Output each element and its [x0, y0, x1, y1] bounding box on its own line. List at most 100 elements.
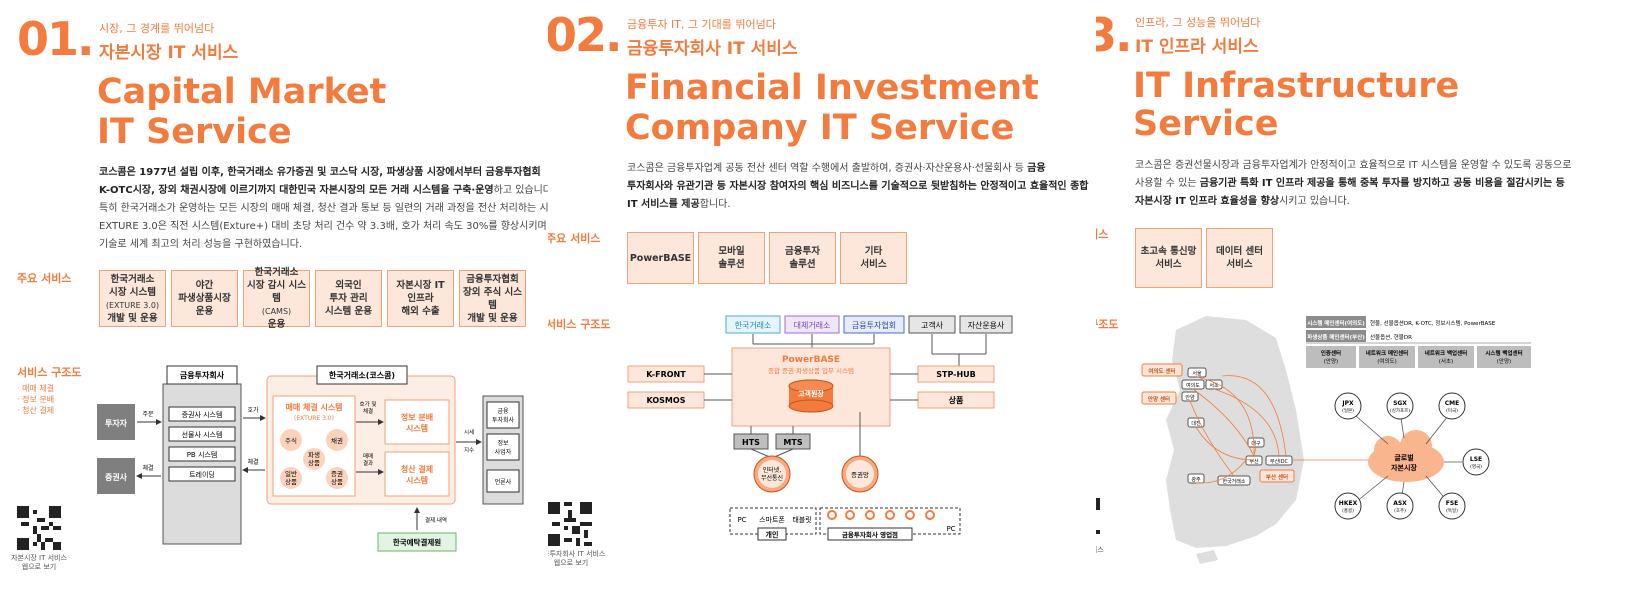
securities-label: 증권사: [105, 472, 128, 482]
section-title-line2: Company IT Service: [625, 108, 1015, 148]
section-subtitle: 금융투자회사 IT 서비스: [627, 39, 798, 59]
svg-text:대전: 대전: [1191, 420, 1201, 427]
svg-text:MTS: MTS: [783, 438, 802, 447]
fi-item-label: PB 시스템: [187, 451, 218, 459]
svg-text:고객사: 고객사: [921, 320, 944, 330]
qr-code[interactable]: [548, 502, 592, 546]
svg-text:대구: 대구: [1251, 440, 1261, 447]
top-node: [784, 315, 840, 334]
svg-text:정보: 정보: [497, 440, 509, 447]
section-title-line2: Service: [1133, 104, 1279, 144]
securities-box: [97, 458, 135, 494]
investor-box: [97, 404, 135, 440]
section-number: 02.: [548, 8, 622, 62]
fi-item-label: 증권사 시스템: [182, 410, 223, 419]
service-card: PowerBASE: [627, 232, 694, 284]
exchange-node: [1334, 492, 1362, 520]
quote-label: 호가: [247, 406, 259, 414]
svg-text:청산 결제: 청산 결제: [401, 464, 433, 474]
svg-text:(싱가포르): (싱가포르): [1390, 407, 1410, 414]
exchange-node: [1438, 492, 1466, 520]
svg-text:(미국): (미국): [1446, 407, 1458, 414]
svg-text:네트워크 백업센터: 네트워크 백업센터: [1425, 349, 1467, 357]
svg-text:파생상품 메인센터(부산): 파생상품 메인센터(부산): [1307, 333, 1365, 341]
services-label: 주요 서비스: [17, 272, 72, 285]
svg-text:(홍콩): (홍콩): [1342, 507, 1354, 514]
fi-company-title: 금융투자회사: [180, 370, 225, 380]
section-title-line1: IT Infrastructure: [1133, 66, 1460, 106]
section-number: 03.: [1096, 8, 1132, 62]
svg-text:시세: 시세: [464, 428, 474, 436]
svg-text:(호주): (호주): [1394, 508, 1406, 514]
svg-text:호가 및: 호가 및: [360, 400, 377, 408]
section-title-line2: IT Service: [97, 112, 292, 152]
svg-text:(서초): (서초): [1439, 357, 1453, 365]
section-title-line1: Capital Market: [97, 72, 387, 112]
svg-text:HKEX: HKEX: [1339, 500, 1358, 507]
svg-text:투자회사: 투자회사: [492, 416, 515, 424]
structure-label: 서비스 구조도: [548, 318, 611, 331]
qr-code[interactable]: [1096, 498, 1100, 542]
matching-system-sub: (EXTURE 3.0): [294, 415, 334, 422]
panel-capital-market: 01. 시장, 그 경계를 뛰어넘다 자본시장 IT 서비스 Capital M…: [0, 0, 548, 606]
circle-derivative: [303, 448, 325, 470]
svg-text:무선통신: 무선통신: [761, 474, 783, 482]
svg-text:상품: 상품: [308, 458, 320, 467]
structure-label: 서비스 구조도: [17, 366, 82, 379]
svg-text:상품: 상품: [285, 477, 297, 486]
exchange-node: [1334, 392, 1362, 420]
structure-label: 서비스 구조도: [1096, 318, 1119, 331]
legend-list: · 매매 체결 · 정보 분배 · 청산 결제: [17, 384, 55, 415]
svg-text:태블릿: 태블릿: [792, 515, 811, 524]
svg-text:LSE: LSE: [1470, 456, 1482, 463]
top-node: [959, 315, 1013, 334]
body-paragraph: 코스콤은 증권선물시장과 금융투자업계가 안정적이고 효율적으로 IT 시스템을…: [1135, 160, 1572, 207]
svg-text:(안양): (안양): [1497, 357, 1511, 365]
svg-text:종합 증권·파생상품 업무 시스템: 종합 증권·파생상품 업무 시스템: [768, 366, 854, 375]
fi-item: [168, 466, 236, 482]
svg-text:광주: 광주: [1191, 476, 1201, 483]
svg-text:정보 분배: 정보 분배: [401, 412, 433, 422]
svg-text:지수: 지수: [464, 446, 474, 454]
svg-text:서초: 서초: [1209, 382, 1219, 389]
qr-code[interactable]: [17, 506, 61, 550]
svg-text:선물옵션, 현물DR: 선물옵션, 현물DR: [1370, 333, 1412, 341]
fi-item-label: 선물사 시스템: [182, 430, 223, 439]
settle-detail-label: 결제 내역: [425, 516, 447, 524]
circle-bond: [326, 429, 348, 451]
clearing-box: [384, 451, 450, 497]
svg-text:자산운용사: 자산운용사: [968, 320, 1005, 330]
top-node: [725, 315, 781, 334]
svg-text:금융투자회사 영업점: 금융투자회사 영업점: [842, 530, 898, 539]
section-title-line1: Financial Investment: [625, 68, 1039, 108]
capital-market-diagram: 투자자 증권사 주문 체결 금융투자회사 증권사 시스템 선물사 시스템 PB …: [97, 365, 524, 552]
svg-text:(영국): (영국): [1470, 463, 1482, 470]
settle-label: 체결: [142, 464, 153, 472]
svg-text:부산: 부산: [1249, 458, 1259, 465]
svg-text:여의도: 여의도: [1186, 382, 1200, 389]
svg-text:금융: 금융: [497, 408, 509, 415]
section-kicker: 인프라, 그 성능을 뛰어넘다: [1135, 16, 1261, 29]
services-label: 주요 서비스: [1096, 228, 1109, 241]
svg-text:ASX: ASX: [1393, 500, 1407, 507]
section-number: 01.: [17, 12, 94, 66]
svg-text:파생: 파생: [308, 450, 320, 459]
info-dist-box: [384, 399, 450, 445]
svg-text:네트워크 메인센터: 네트워크 메인센터: [1366, 349, 1408, 357]
svg-text:안양 센터: 안양 센터: [1148, 395, 1170, 403]
svg-text:일반: 일반: [285, 469, 297, 478]
investor-label: 투자자: [105, 418, 128, 428]
fi-item: [168, 426, 236, 442]
svg-text:HTS: HTS: [742, 438, 760, 447]
services-label: 주요 서비스: [548, 232, 601, 245]
svg-text:CME: CME: [1445, 400, 1459, 407]
section-kicker: 시장, 그 경계를 뛰어넘다: [99, 22, 215, 35]
